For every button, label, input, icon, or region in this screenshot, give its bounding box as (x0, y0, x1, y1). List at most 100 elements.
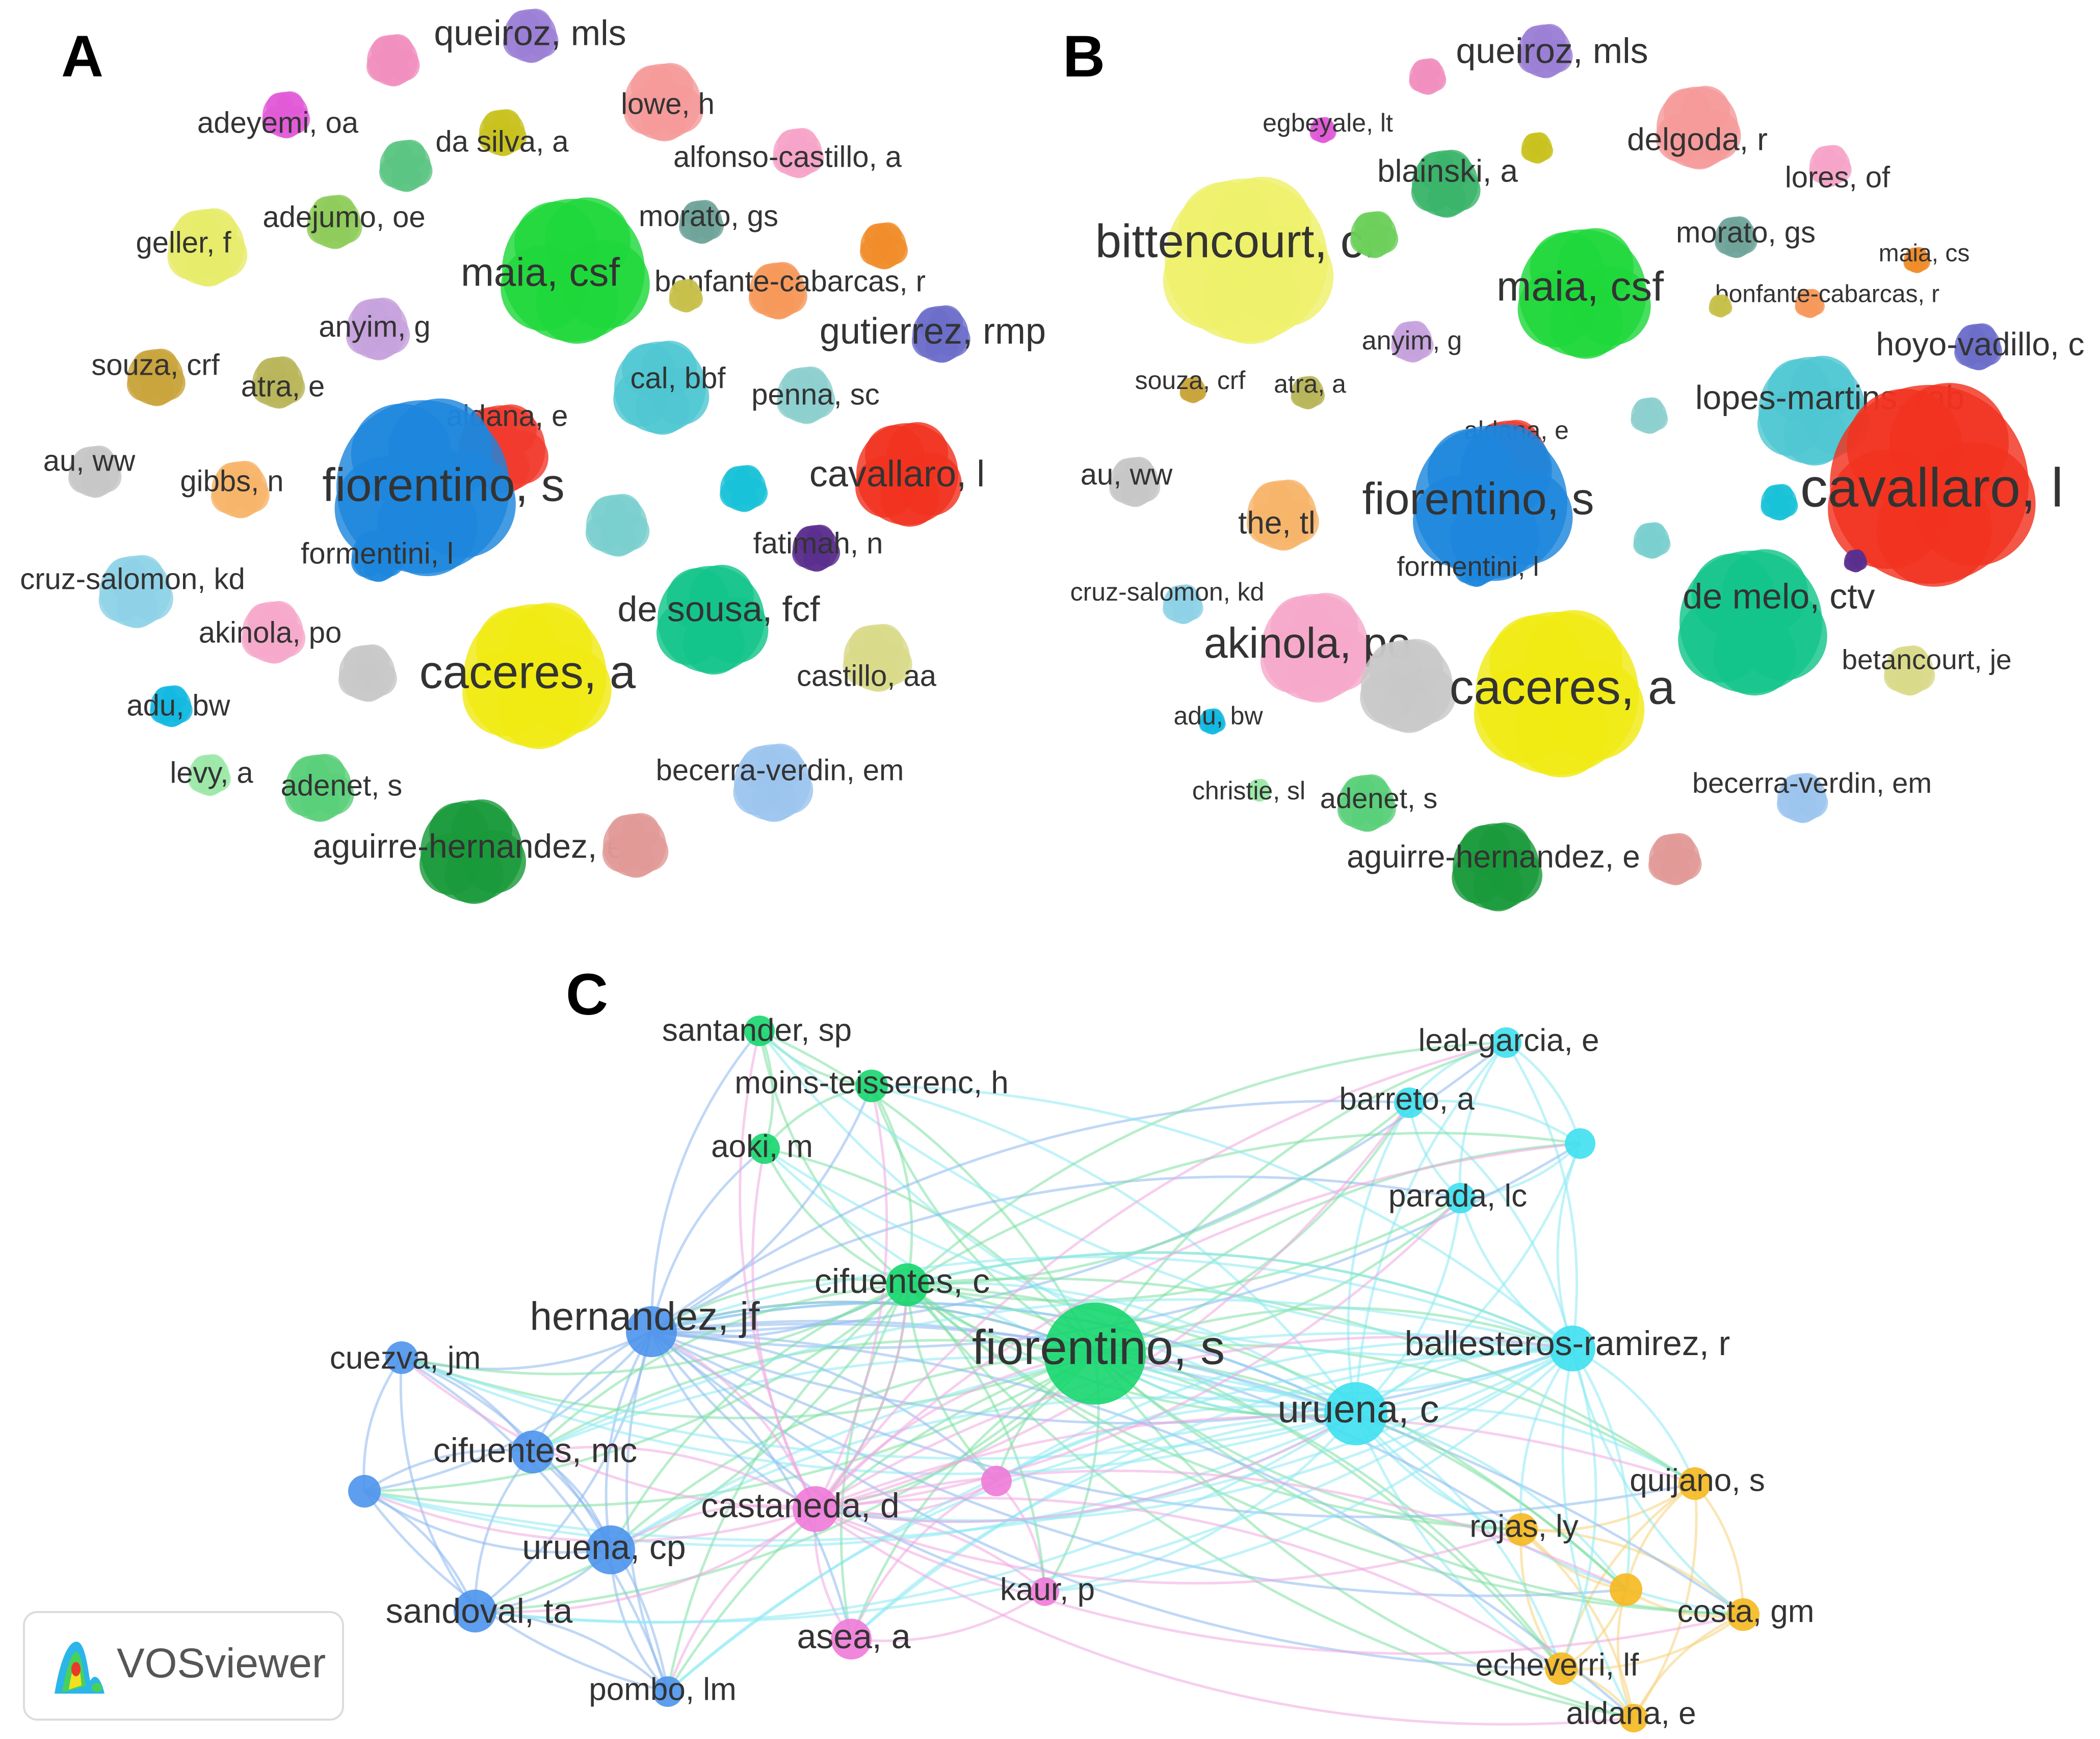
panel-c-parada-lc-node (1445, 1183, 1476, 1213)
panel-b-christie-sl-node (1247, 778, 1271, 802)
panel-c-santander-sp-node (744, 1016, 775, 1046)
link-edge (532, 1339, 1095, 1454)
panel-c-moins-teisserenc-h-label: moins-teisserenc, h (734, 1065, 1009, 1100)
panel-c-castaneda-d-label: castaneda, d (701, 1486, 899, 1525)
link-edge (650, 1175, 1461, 1333)
panel-a-penna-sc-node (776, 366, 835, 424)
panel-a-au-ww-label: au, ww (43, 444, 136, 477)
panel-b-cluster-13-node (1709, 294, 1732, 318)
panel-b-cavallaro-l-node (1828, 383, 2036, 587)
panel-a-queiroz-mls-label: queiroz, mls (434, 13, 626, 53)
panel-a-bonfante-cabarcas-r-node (748, 262, 807, 320)
link-edge (1505, 1042, 1579, 1349)
link-edge (650, 1330, 1626, 1597)
panel-b-cluster-1-node (1409, 58, 1447, 95)
link-edge (475, 1508, 817, 1614)
link-edge (401, 1356, 669, 1692)
panel-a-cluster-4-node (379, 140, 433, 192)
panel-c-cifuentes-c-label: cifuentes, c (815, 1262, 990, 1301)
panel-b-cavallaro-l-label: cavallaro, l (1800, 457, 2063, 518)
link-edge (474, 1451, 534, 1612)
link-edge (814, 1085, 888, 1510)
link-edge (815, 1347, 1573, 1522)
panel-b-the-tl-label: the, tl (1238, 505, 1316, 540)
link-edge (363, 1490, 477, 1612)
link-edge (1571, 1347, 1696, 1484)
panel-b-aguirre-hernandez-e-label: aguirre-hernandez, e (1347, 839, 1640, 874)
link-edge (364, 1352, 1096, 1508)
panel-a-anyim-g-node (346, 297, 410, 360)
link-edge (650, 1030, 760, 1332)
panel-c-hernandez-jf-node (626, 1306, 677, 1357)
panel-a-cluster-24-node (585, 494, 650, 557)
panel-c-rojas-ly-node (1505, 1513, 1538, 1546)
link-edge (650, 1331, 1562, 1670)
panel-c-uruena-cp-node (586, 1525, 635, 1574)
panel-a-atra-e-label: atra, e (241, 370, 325, 403)
panel-b-formentini-l-label: formentini, l (1397, 551, 1539, 582)
panel-a-adejumo-oe-label: adejumo, oe (262, 200, 425, 233)
panel-c-fiorentino-s-node (1044, 1303, 1146, 1405)
link-edge (1460, 1143, 1581, 1200)
link-edge (758, 1030, 774, 1149)
panel-c-node-24-node (1610, 1573, 1642, 1606)
panel-a-cluster-11-node (860, 222, 908, 270)
link-edge (815, 1508, 1522, 1585)
panel-c-cifuentes-mc-node (511, 1431, 554, 1473)
panel-c-node-13-node (981, 1466, 1012, 1496)
panel-c-leal-garcia-e-label: leal-garcia, e (1419, 1023, 1599, 1058)
panel-c-asea-a-label: asea, a (797, 1617, 910, 1656)
panel-a-geller-f-label: geller, f (136, 226, 232, 259)
panel-b-delgoda-r-node (1656, 86, 1741, 170)
link-edge (1458, 1042, 1508, 1199)
link-edge (815, 1508, 1634, 1726)
link-edge (1505, 1041, 1582, 1144)
panel-b-akinola-po-node (1260, 592, 1373, 703)
panel-a-letter: A (61, 24, 103, 89)
panel-c-node-8-node (348, 1475, 381, 1508)
panel-a-formentini-l-node (351, 530, 405, 582)
vosviewer-logo-badge: VOSviewer (23, 1611, 344, 1721)
link-edge (907, 1282, 1357, 1415)
link-edge (1632, 1613, 1744, 1719)
link-edge (1561, 1613, 1744, 1671)
link-edge (650, 1100, 1410, 1333)
panel-a-cruz-salomon-kd-node (98, 555, 173, 629)
link-edge (650, 1278, 908, 1333)
link-edge (666, 1508, 817, 1692)
panel-b-the-tl-node (1246, 479, 1319, 551)
panel-c-costa-gm-label: costa, gm (1677, 1594, 1815, 1629)
panel-a-adejumo-oe-node (306, 194, 362, 249)
panel-c-quijano-s-node (1678, 1467, 1711, 1500)
panel-a-cavallaro-l-node (855, 422, 962, 527)
panel-b-bittencourt-cf-node (1163, 176, 1334, 344)
panel-b-au-ww-node (1109, 457, 1161, 507)
link-edge (1044, 1347, 1573, 1593)
panel-c-echeverri-lf-label: echeverri, lf (1476, 1647, 1639, 1682)
panel-c-pombo-lm-label: pombo, lm (589, 1672, 736, 1707)
panel-c-ballesteros-ramirez-r-node (1550, 1326, 1595, 1371)
panel-c-cuezva-jm-node (385, 1341, 418, 1374)
panel-a-fatimah-n-node (792, 525, 841, 572)
panel-b-lores-of-node (1809, 145, 1852, 187)
panel-c-aldana-e-label: aldana, e (1566, 1696, 1696, 1731)
vosviewer-logo-text: VOSviewer (117, 1640, 326, 1686)
panel-a-adeyemi-oa-label: adeyemi, oa (197, 106, 359, 139)
panel-c-cuezva-jm-label: cuezva, jm (330, 1340, 481, 1375)
link-edge (907, 1283, 1627, 1591)
panel-b-bonfante-cabarcas-r-label: bonfante-cabarcas, r (1715, 281, 1939, 308)
panel-b-blainski-a-label: blainski, a (1377, 153, 1518, 189)
panel-c-pombo-lm-node (652, 1676, 683, 1707)
panel-b-cluster-25-node (1761, 484, 1798, 521)
link-edge (1560, 1348, 1597, 1669)
panel-c-quijano-s-label: quijano, s (1630, 1463, 1765, 1498)
panel-a-caceres-a-node (462, 603, 612, 749)
panel-b-cluster-19-node (1631, 397, 1668, 434)
link-edge (651, 1255, 1573, 1350)
link-edge (870, 1085, 913, 1285)
panel-c-uruena-c-node (1324, 1382, 1387, 1445)
link-edge (667, 1347, 1573, 1693)
panel-a-levy-a-node (188, 754, 231, 796)
